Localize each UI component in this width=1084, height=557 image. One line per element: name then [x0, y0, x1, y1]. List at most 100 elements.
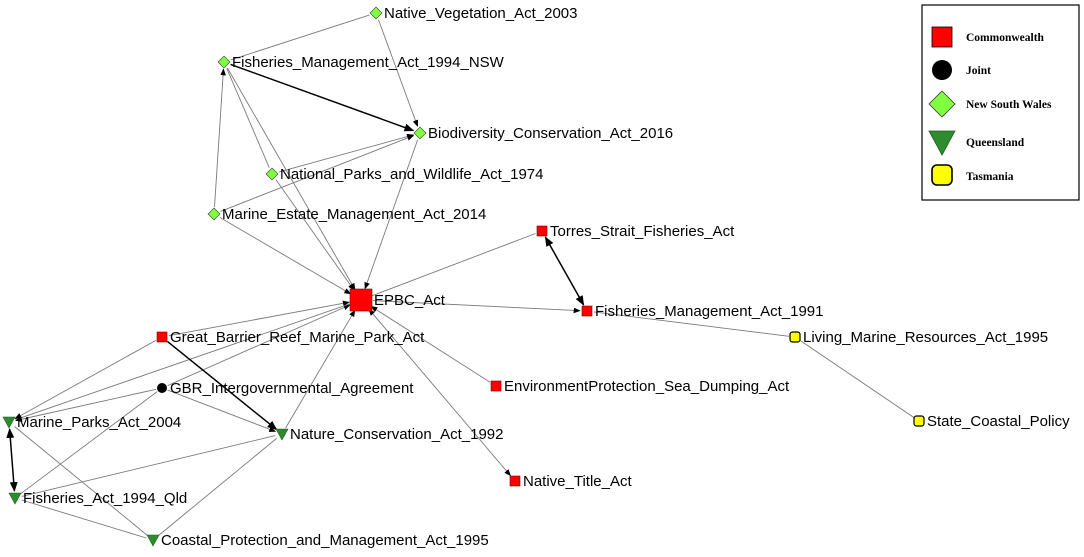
node-label-mema: Marine_Estate_Management_Act_2014 — [222, 206, 486, 223]
node-fma94-diamond-icon — [217, 55, 231, 69]
node-mpa: Marine_Parks_Act_2004 — [2, 414, 181, 431]
edge-lmra-scp — [799, 340, 915, 418]
legend-commonwealth-square-icon — [931, 26, 953, 48]
node-fma91: Fisheries_Management_Act_1991 — [581, 303, 823, 320]
node-label-epbc: EPBC_Act — [374, 292, 446, 309]
edge-nca-epbc — [285, 309, 356, 429]
node-label-bca: Biodiversity_Conservation_Act_2016 — [428, 125, 673, 142]
legend-label-joint: Joint — [966, 65, 991, 77]
node-label-nta: Native_Title_Act — [523, 473, 632, 490]
node-tsfa: Torres_Strait_Fisheries_Act — [536, 223, 735, 240]
edge-mema-bca — [220, 135, 415, 212]
edge-fa94-nca — [21, 435, 276, 497]
node-cpma: Coastal_Protection_and_Management_Act_19… — [146, 532, 489, 549]
legend-label-nsw: New South Wales — [966, 99, 1052, 111]
legend-item-tas: Tasmania — [931, 164, 1014, 186]
node-label-lmra: Living_Marine_Resources_Act_1995 — [803, 329, 1048, 346]
node-nca: Nature_Conservation_Act_1992 — [275, 426, 503, 443]
node-scp: State_Coastal_Policy — [913, 413, 1070, 430]
nodes-layer: Native_Vegetation_Act_2003Fisheries_Mana… — [2, 5, 1070, 549]
edge-gbria-nca — [167, 389, 277, 432]
legend-item-commonwealth: Commonwealth — [931, 26, 1045, 48]
edge-fma94-bca — [230, 63, 415, 132]
edge-fma91-lmra — [593, 311, 790, 337]
edge-epbc-fma91 — [372, 300, 581, 314]
node-label-fma91: Fisheries_Management_Act_1991 — [595, 303, 823, 320]
node-fa94: Fisheries_Act_1994_Qld — [8, 490, 187, 507]
node-nva: Native_Vegetation_Act_2003 — [369, 5, 577, 22]
node-nta-square-icon — [509, 475, 521, 487]
edge-fma94-npwa — [226, 68, 270, 168]
node-label-npwa: National_Parks_and_Wildlife_Act_1974 — [280, 166, 544, 183]
node-fma91-square-icon — [581, 305, 593, 317]
edge-mema-fma94 — [214, 68, 226, 208]
legend-label-qld: Queensland — [966, 137, 1025, 149]
node-label-epsda: EnvironmentProtection_Sea_Dumping_Act — [504, 378, 790, 395]
node-mpa-triangle-icon — [2, 416, 16, 429]
edge-nta-epbc — [368, 308, 511, 477]
node-mema: Marine_Estate_Management_Act_2014 — [207, 206, 486, 223]
node-label-mpa: Marine_Parks_Act_2004 — [17, 414, 181, 431]
node-mema-diamond-icon — [207, 207, 221, 221]
legend-joint-circle-icon — [932, 60, 952, 80]
edge-gbrmpa-mpa — [14, 340, 157, 419]
node-nva-diamond-icon — [369, 6, 383, 20]
node-label-cpma: Coastal_Protection_and_Management_Act_19… — [161, 532, 489, 549]
node-nta: Native_Title_Act — [509, 473, 632, 490]
node-npwa: National_Parks_and_Wildlife_Act_1974 — [265, 166, 544, 183]
edge-nva-bca — [377, 19, 419, 128]
legend-label-commonwealth: Commonwealth — [966, 32, 1045, 44]
legend-qld-triangle-icon — [928, 130, 956, 156]
node-label-gbria: GBR_Intergovernmental_Agreement — [170, 380, 414, 397]
node-label-scp: State_Coastal_Policy — [927, 413, 1070, 430]
edge-mpa-fa94 — [6, 428, 18, 492]
edge-gbria-mpa — [15, 388, 157, 422]
edge-gbria-fa94 — [20, 391, 158, 495]
legend-item-joint: Joint — [932, 60, 991, 80]
edge-tsfa-fma91 — [544, 236, 585, 306]
edge-fa94-cpma — [21, 499, 147, 539]
node-label-tsfa: Torres_Strait_Fisheries_Act — [550, 223, 735, 240]
node-gbria-circle-icon — [157, 383, 167, 393]
node-epbc: EPBC_Act — [349, 288, 446, 312]
edge-nva-fma94 — [230, 14, 370, 61]
node-label-fa94: Fisheries_Act_1994_Qld — [23, 490, 187, 507]
node-nca-triangle-icon — [275, 428, 289, 441]
edge-gbria-epbc — [167, 304, 351, 387]
edge-gbrmpa-epbc — [168, 300, 350, 337]
edge-fma94-epbc — [227, 67, 356, 291]
node-label-gbrmpa: Great_Barrier_Reef_Marine_Park_Act — [170, 329, 425, 346]
legend-nsw-diamond-icon — [928, 90, 956, 118]
edges-layer — [6, 14, 915, 539]
node-lmra: Living_Marine_Resources_Act_1995 — [789, 329, 1048, 346]
legend-tas-rounded-square-icon — [931, 164, 953, 186]
legend-item-nsw: New South Wales — [928, 90, 1052, 118]
node-gbria: GBR_Intergovernmental_Agreement — [157, 380, 414, 397]
edge-npwa-bca — [278, 133, 414, 173]
edge-mpa-epbc — [15, 303, 350, 421]
node-gbrmpa: Great_Barrier_Reef_Marine_Park_Act — [156, 329, 425, 346]
node-bca-diamond-icon — [413, 126, 427, 140]
edge-tsfa-epbc — [372, 233, 536, 297]
node-lmra-rounded-square-icon — [789, 331, 801, 343]
edge-npwa-epbc — [275, 179, 355, 291]
node-gbrmpa-square-icon — [156, 331, 168, 343]
node-label-nva: Native_Vegetation_Act_2003 — [384, 5, 577, 22]
node-epsda-square-icon — [490, 380, 502, 392]
edge-gbrmpa-nca — [166, 340, 278, 431]
node-label-nca: Nature_Conservation_Act_1992 — [290, 426, 503, 443]
legend: Commonwealth Joint New South Wales Queen… — [921, 4, 1080, 201]
edge-bca-epbc — [364, 139, 419, 290]
node-tsfa-square-icon — [536, 225, 548, 237]
node-fma94: Fisheries_Management_Act_1994_NSW — [217, 54, 505, 71]
legend-label-tas: Tasmania — [966, 171, 1014, 183]
edge-mema-epbc — [219, 217, 352, 295]
node-scp-rounded-square-icon — [913, 415, 925, 427]
node-cpma-triangle-icon — [146, 534, 160, 547]
node-fa94-triangle-icon — [8, 492, 22, 505]
node-epbc-square-icon — [349, 288, 373, 312]
legend-item-qld: Queensland — [928, 130, 1025, 156]
node-label-fma94: Fisheries_Management_Act_1994_NSW — [232, 54, 505, 71]
node-npwa-diamond-icon — [265, 167, 279, 181]
